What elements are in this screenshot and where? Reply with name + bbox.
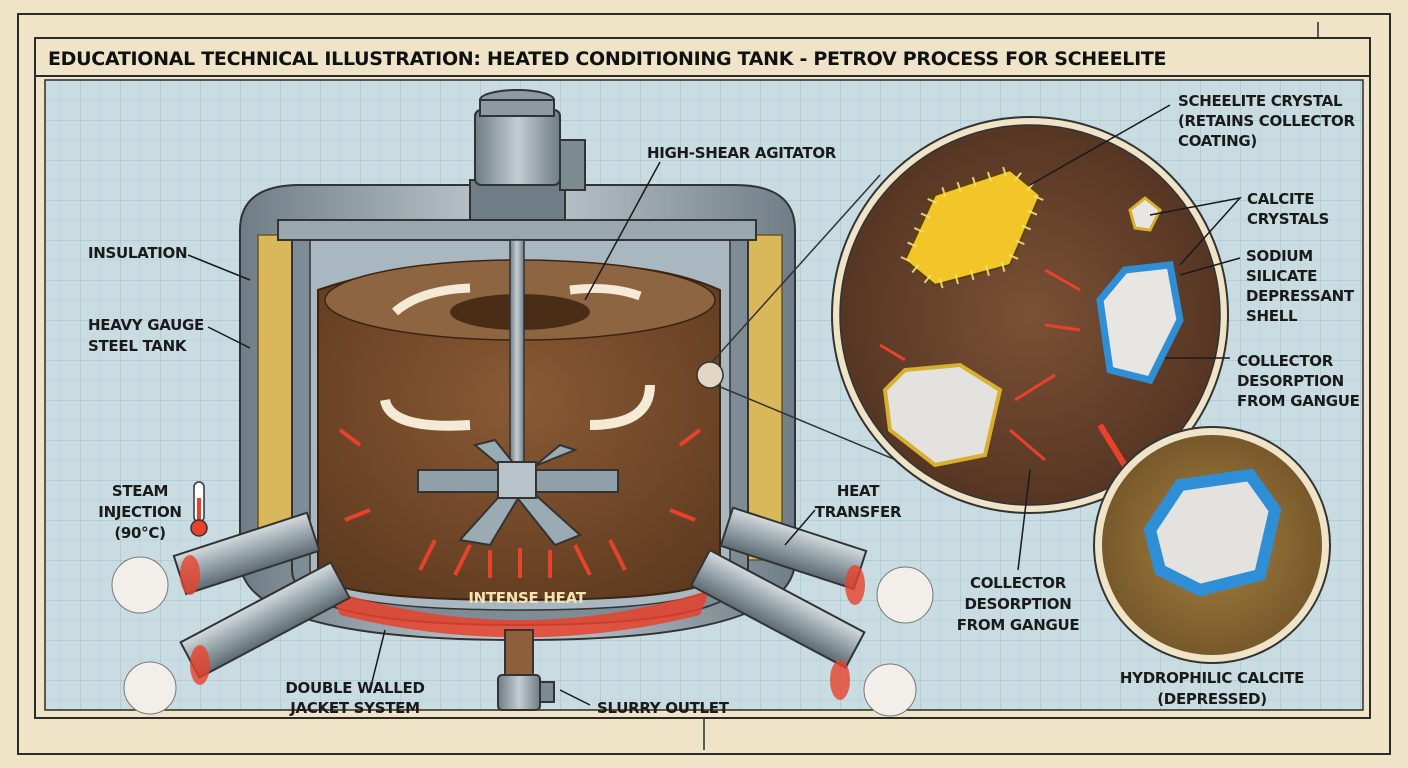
label-intense-heat: INTENSE HEAT xyxy=(468,589,586,607)
steam-pipe xyxy=(111,511,321,614)
page-title: EDUCATIONAL TECHNICAL ILLUSTRATION: HEAT… xyxy=(48,48,1166,70)
flow-arrow xyxy=(392,283,471,316)
agitator-motor xyxy=(469,89,586,221)
agitator-shaft xyxy=(509,239,525,491)
flow-arrow xyxy=(380,398,471,431)
label-agitator: HIGH-SHEAR AGITATOR xyxy=(647,144,837,162)
support-beam xyxy=(277,219,757,241)
thermometer-icon xyxy=(190,481,208,537)
slurry-outlet-valve xyxy=(497,629,555,711)
magnifier-connector xyxy=(696,174,921,471)
scheelite-crystal xyxy=(898,164,1047,291)
steam-pipe xyxy=(123,561,351,715)
magnified-view xyxy=(831,116,1229,514)
calcite-crystal-depressed xyxy=(1096,261,1184,385)
calcite-crystal-desorbing xyxy=(882,362,1003,468)
steam-pipe xyxy=(689,548,917,717)
hydrophilic-calcite-view xyxy=(1093,423,1331,664)
flow-arrow xyxy=(569,283,642,301)
label-slurry-outlet: SLURRY OUTLET xyxy=(597,699,730,717)
heating-jacket xyxy=(330,590,710,638)
steam-pipes xyxy=(111,506,934,717)
steam-pipe xyxy=(719,506,934,624)
label-hydrophilic: HYDROPHILIC CALCITE(DEPRESSED) xyxy=(1120,669,1304,708)
calcite-crystal-small xyxy=(1128,196,1162,232)
heat-arrows xyxy=(338,428,702,578)
desorption-arrows xyxy=(879,268,1081,462)
impeller xyxy=(417,438,619,547)
leader-lines xyxy=(187,104,1243,706)
flow-arrow xyxy=(589,384,655,430)
label-insulation: INSULATION xyxy=(88,244,187,262)
conditioning-tank xyxy=(239,89,796,711)
